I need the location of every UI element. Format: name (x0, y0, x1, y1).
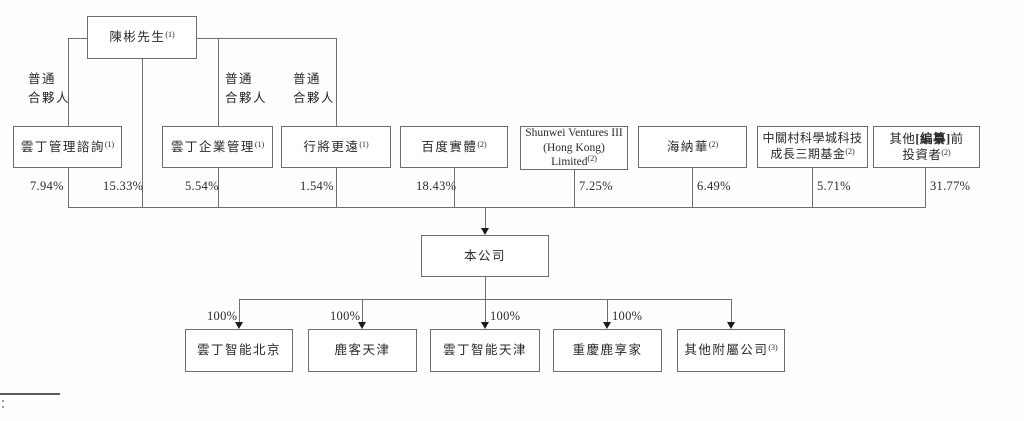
company-box: 本公司 (421, 235, 549, 277)
connector-line (336, 38, 337, 126)
partner-role-label: 普通 合夥人 (225, 72, 268, 105)
subsidiary-box-yunding-tianjin: 雲丁智能天津 (430, 329, 540, 372)
name-text: 中關村科學城科技 成長三期基金 (762, 131, 863, 161)
connector-line (692, 168, 693, 207)
shareholder-box-other-pre-investors: 其他[編纂]前 投資者(2) (873, 126, 980, 168)
ownership-pct-label: 18.43% (416, 179, 457, 193)
connector-line (362, 299, 363, 323)
subsidiary-name: 鹿客天津 (334, 343, 391, 358)
footnote-marker: (1) (104, 139, 115, 149)
footnote-marker: (3) (768, 343, 778, 353)
ownership-pct-label: 100% (330, 309, 361, 323)
subsidiary-box-other-subsidiaries: 其他附屬公司(3) (677, 329, 785, 372)
footnote-text-fragment (2, 406, 4, 408)
shareholder-name: 海納華(2) (667, 139, 718, 155)
shareholder-box-xingjiang-gengyuan: 行將更遠(1) (281, 126, 391, 168)
connector-line (68, 38, 69, 126)
arrow-down-icon (727, 322, 735, 329)
arrow-down-icon (481, 228, 489, 235)
arrow-down-icon (481, 322, 489, 329)
name-text: 其他 (889, 131, 916, 146)
ownership-pct-label: 100% (612, 309, 643, 323)
shareholder-box-shunwei: Shunwei Ventures III (Hong Kong) Limited… (520, 126, 628, 170)
footnote-text-fragment (2, 400, 4, 402)
shareholder-name: 雲丁企業管理(1) (171, 139, 264, 155)
ownership-pct-label: 5.54% (185, 179, 219, 193)
shareholder-box-baidu-entity: 百度實體(2) (400, 126, 508, 168)
connector-line (218, 168, 219, 207)
name-text: 百度實體 (421, 139, 478, 154)
name-text: 雲丁管理諮詢 (20, 139, 105, 154)
connector-line (731, 299, 732, 323)
arrow-down-icon (603, 322, 611, 329)
shareholder-name: 雲丁管理諮詢(1) (21, 139, 114, 155)
connector-line (68, 38, 87, 39)
connector-line (197, 38, 336, 39)
shareholder-name: 行將更遠(1) (303, 139, 368, 155)
subsidiary-box-luke-tianjin: 鹿客天津 (308, 329, 417, 372)
partner-role-label: 普通 合夥人 (28, 72, 71, 105)
shareholder-box-hainahua: 海納華(2) (638, 126, 747, 168)
name-text: 前 投資者 (902, 131, 964, 162)
connector-line (68, 168, 69, 207)
shareholder-name: 百度實體(2) (421, 139, 486, 155)
footnote-marker: (1) (254, 139, 265, 149)
connector-line (454, 168, 455, 207)
name-text: 陳彬先生 (109, 30, 166, 45)
arrow-down-icon (235, 322, 243, 329)
redacted-label: [編纂] (915, 131, 951, 146)
ownership-pct-label: 100% (207, 309, 238, 323)
subsidiary-name: 雲丁智能天津 (442, 343, 527, 358)
connector-line (925, 168, 926, 207)
footnote-marker: (2) (708, 139, 719, 149)
ownership-pct-label: 7.25% (579, 179, 613, 193)
connector-line (812, 168, 813, 207)
shareholder-box-yunding-consulting: 雲丁管理諮詢(1) (13, 126, 122, 168)
ownership-pct-label: 15.33% (103, 179, 144, 193)
footnote-divider (0, 393, 60, 395)
name-text: 其他附屬公司 (684, 343, 769, 358)
founder-box: 陳彬先生(1) (87, 16, 197, 59)
name-text: 行將更遠 (303, 139, 360, 154)
arrow-down-icon (358, 322, 366, 329)
connector-line (607, 299, 608, 323)
connector-line (485, 299, 486, 323)
subsidiary-name: 其他附屬公司(3) (684, 342, 777, 358)
footnote-marker: (2) (941, 148, 951, 157)
company-name: 本公司 (463, 248, 506, 263)
connector-line (68, 207, 926, 208)
shareholder-box-yunding-enterprise: 雲丁企業管理(1) (162, 126, 273, 168)
shareholder-name: 其他[編纂]前 投資者(2) (889, 131, 963, 164)
connector-line (485, 277, 486, 299)
connector-line (336, 168, 337, 207)
shareholder-name: 中關村科學城科技 成長三期基金(2) (762, 131, 862, 162)
connector-line (218, 38, 219, 126)
subsidiary-name: 重慶鹿享家 (572, 343, 643, 358)
connector-line (142, 59, 143, 207)
ownership-pct-label: 31.77% (930, 179, 971, 193)
subsidiary-name: 雲丁智能北京 (196, 343, 281, 358)
name-text: Shunwei Ventures III (Hong Kong) Limited (525, 127, 623, 169)
subsidiary-box-yunding-beijing: 雲丁智能北京 (185, 329, 293, 372)
footnote-marker: (2) (845, 147, 855, 156)
shareholder-name: Shunwei Ventures III (Hong Kong) Limited… (525, 126, 623, 169)
ownership-pct-label: 100% (490, 309, 521, 323)
connector-line (574, 169, 575, 207)
partner-role-label: 普通 合夥人 (293, 72, 336, 105)
footnote-marker: (2) (477, 139, 487, 149)
shareholder-box-zgc-fund: 中關村科學城科技 成長三期基金(2) (757, 126, 868, 168)
footnote-marker: (2) (587, 154, 597, 164)
subsidiary-box-chongqing-luxiangjia: 重慶鹿享家 (553, 329, 662, 372)
footnote-marker: (1) (359, 139, 369, 149)
ownership-pct-label: 7.94% (30, 179, 64, 193)
connector-line (239, 299, 240, 323)
footnote-marker: (1) (165, 30, 175, 40)
ownership-pct-label: 6.49% (697, 179, 731, 193)
founder-name: 陳彬先生(1) (109, 29, 174, 45)
connector-line (485, 207, 486, 229)
ownership-pct-label: 1.54% (300, 179, 334, 193)
name-text: 海納華 (666, 139, 709, 154)
name-text: 雲丁企業管理 (170, 139, 255, 154)
ownership-pct-label: 5.71% (817, 179, 851, 193)
